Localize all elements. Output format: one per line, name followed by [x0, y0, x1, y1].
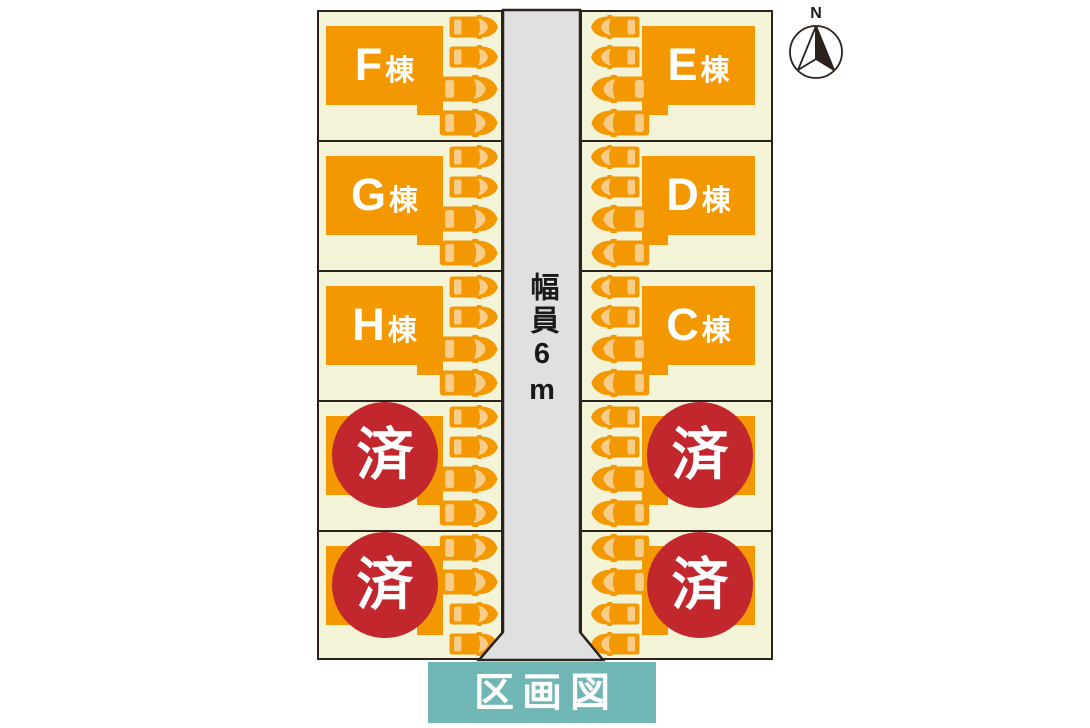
road-width-text: 幅員6m	[526, 272, 558, 410]
lot-letter: G	[350, 169, 386, 220]
lot-letter: F	[354, 39, 383, 90]
building-entrance-tab	[642, 105, 668, 115]
building-entrance-tab	[642, 495, 668, 505]
building-entrance-tab	[417, 105, 443, 115]
sold-badge: 済	[332, 532, 438, 638]
building-entrance-tab	[417, 625, 443, 635]
sold-label: 済	[356, 552, 414, 617]
sold-badge: 済	[647, 402, 753, 508]
building-entrance-tab	[642, 235, 668, 245]
sold-badge: 済	[332, 402, 438, 508]
lot-suffix: 棟	[387, 315, 417, 347]
lot-sold-west-2: 済	[319, 532, 501, 658]
lot-letter: D	[666, 169, 699, 220]
sold-badge: 済	[647, 532, 753, 638]
lot-letter: C	[666, 299, 699, 350]
sold-label: 済	[356, 422, 414, 487]
lot-suffix: 棟	[700, 55, 730, 87]
building-entrance-tab	[642, 625, 668, 635]
lot-sold-east-2: 済	[582, 532, 771, 658]
lot-suffix: 棟	[701, 185, 731, 217]
lot-sold-west-1: 済	[319, 402, 501, 532]
road	[476, 8, 606, 662]
building-entrance-tab	[417, 365, 443, 375]
sold-label: 済	[671, 422, 729, 487]
lot-suffix: 棟	[701, 315, 731, 347]
building-entrance-tab	[642, 365, 668, 375]
lot-sold-east-1: 済	[582, 402, 771, 532]
plan-title: 区画図	[474, 670, 618, 715]
lot-letter: E	[667, 39, 698, 90]
building-entrance-tab	[417, 235, 443, 245]
north-compass-icon: N	[789, 5, 843, 79]
plan-title-box: 区画図	[428, 662, 656, 723]
lot-letter: H	[352, 299, 385, 350]
sold-label: 済	[671, 552, 729, 617]
building-entrance-tab	[417, 495, 443, 505]
road-width-label: 幅員6m	[503, 272, 580, 422]
compass-north-letter: N	[810, 5, 822, 22]
lot-suffix: 棟	[389, 185, 419, 217]
lot-suffix: 棟	[385, 55, 415, 87]
